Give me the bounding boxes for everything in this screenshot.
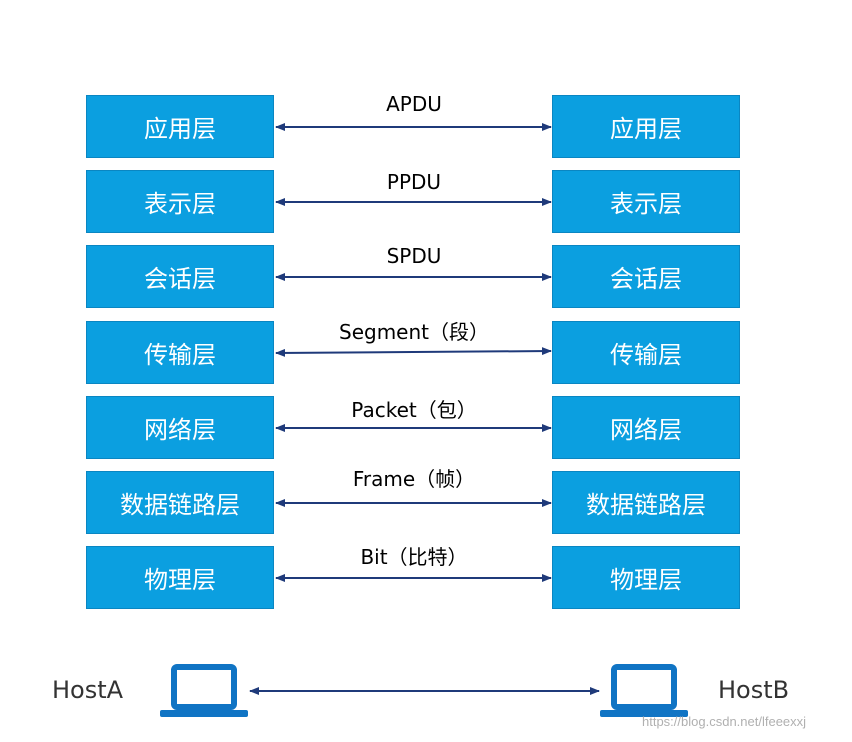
host-b-layer-network: 网络层 <box>552 396 740 459</box>
watermark: https://blog.csdn.net/lfeeexxj <box>642 714 807 729</box>
host-a-layer-transport: 传输层 <box>86 321 274 384</box>
host-b-layer-session: 会话层 <box>552 245 740 308</box>
pdu-label-application: APDU <box>386 92 442 116</box>
pdu-label-network: Packet（包） <box>351 398 477 422</box>
host-b-laptop-icon <box>600 664 688 717</box>
pdu-label-presentation: PPDU <box>386 170 442 194</box>
host-a-laptop-icon <box>160 664 248 717</box>
pdu-label-physical: Bit（比特） <box>360 545 468 569</box>
host-a-layer-application: 应用层 <box>86 95 274 158</box>
host-b-layer-physical: 物理层 <box>552 546 740 609</box>
host-a-layer-presentation: 表示层 <box>86 170 274 233</box>
pdu-label-session: SPDU <box>386 244 442 268</box>
host-a-layer-session: 会话层 <box>86 245 274 308</box>
host-a-label: HostA <box>52 676 124 704</box>
host-b-layer-datalink: 数据链路层 <box>552 471 740 534</box>
host-b-layer-presentation: 表示层 <box>552 170 740 233</box>
pdu-label-transport: Segment（段） <box>339 320 489 344</box>
host-b-label: HostB <box>718 676 790 704</box>
host-b-layer-application: 应用层 <box>552 95 740 158</box>
host-a-layer-physical: 物理层 <box>86 546 274 609</box>
host-a-layer-datalink: 数据链路层 <box>86 471 274 534</box>
arrow-transport <box>275 347 552 357</box>
host-a-layer-network: 网络层 <box>86 396 274 459</box>
pdu-label-datalink: Frame（帧） <box>352 467 476 491</box>
host-b-layer-transport: 传输层 <box>552 321 740 384</box>
